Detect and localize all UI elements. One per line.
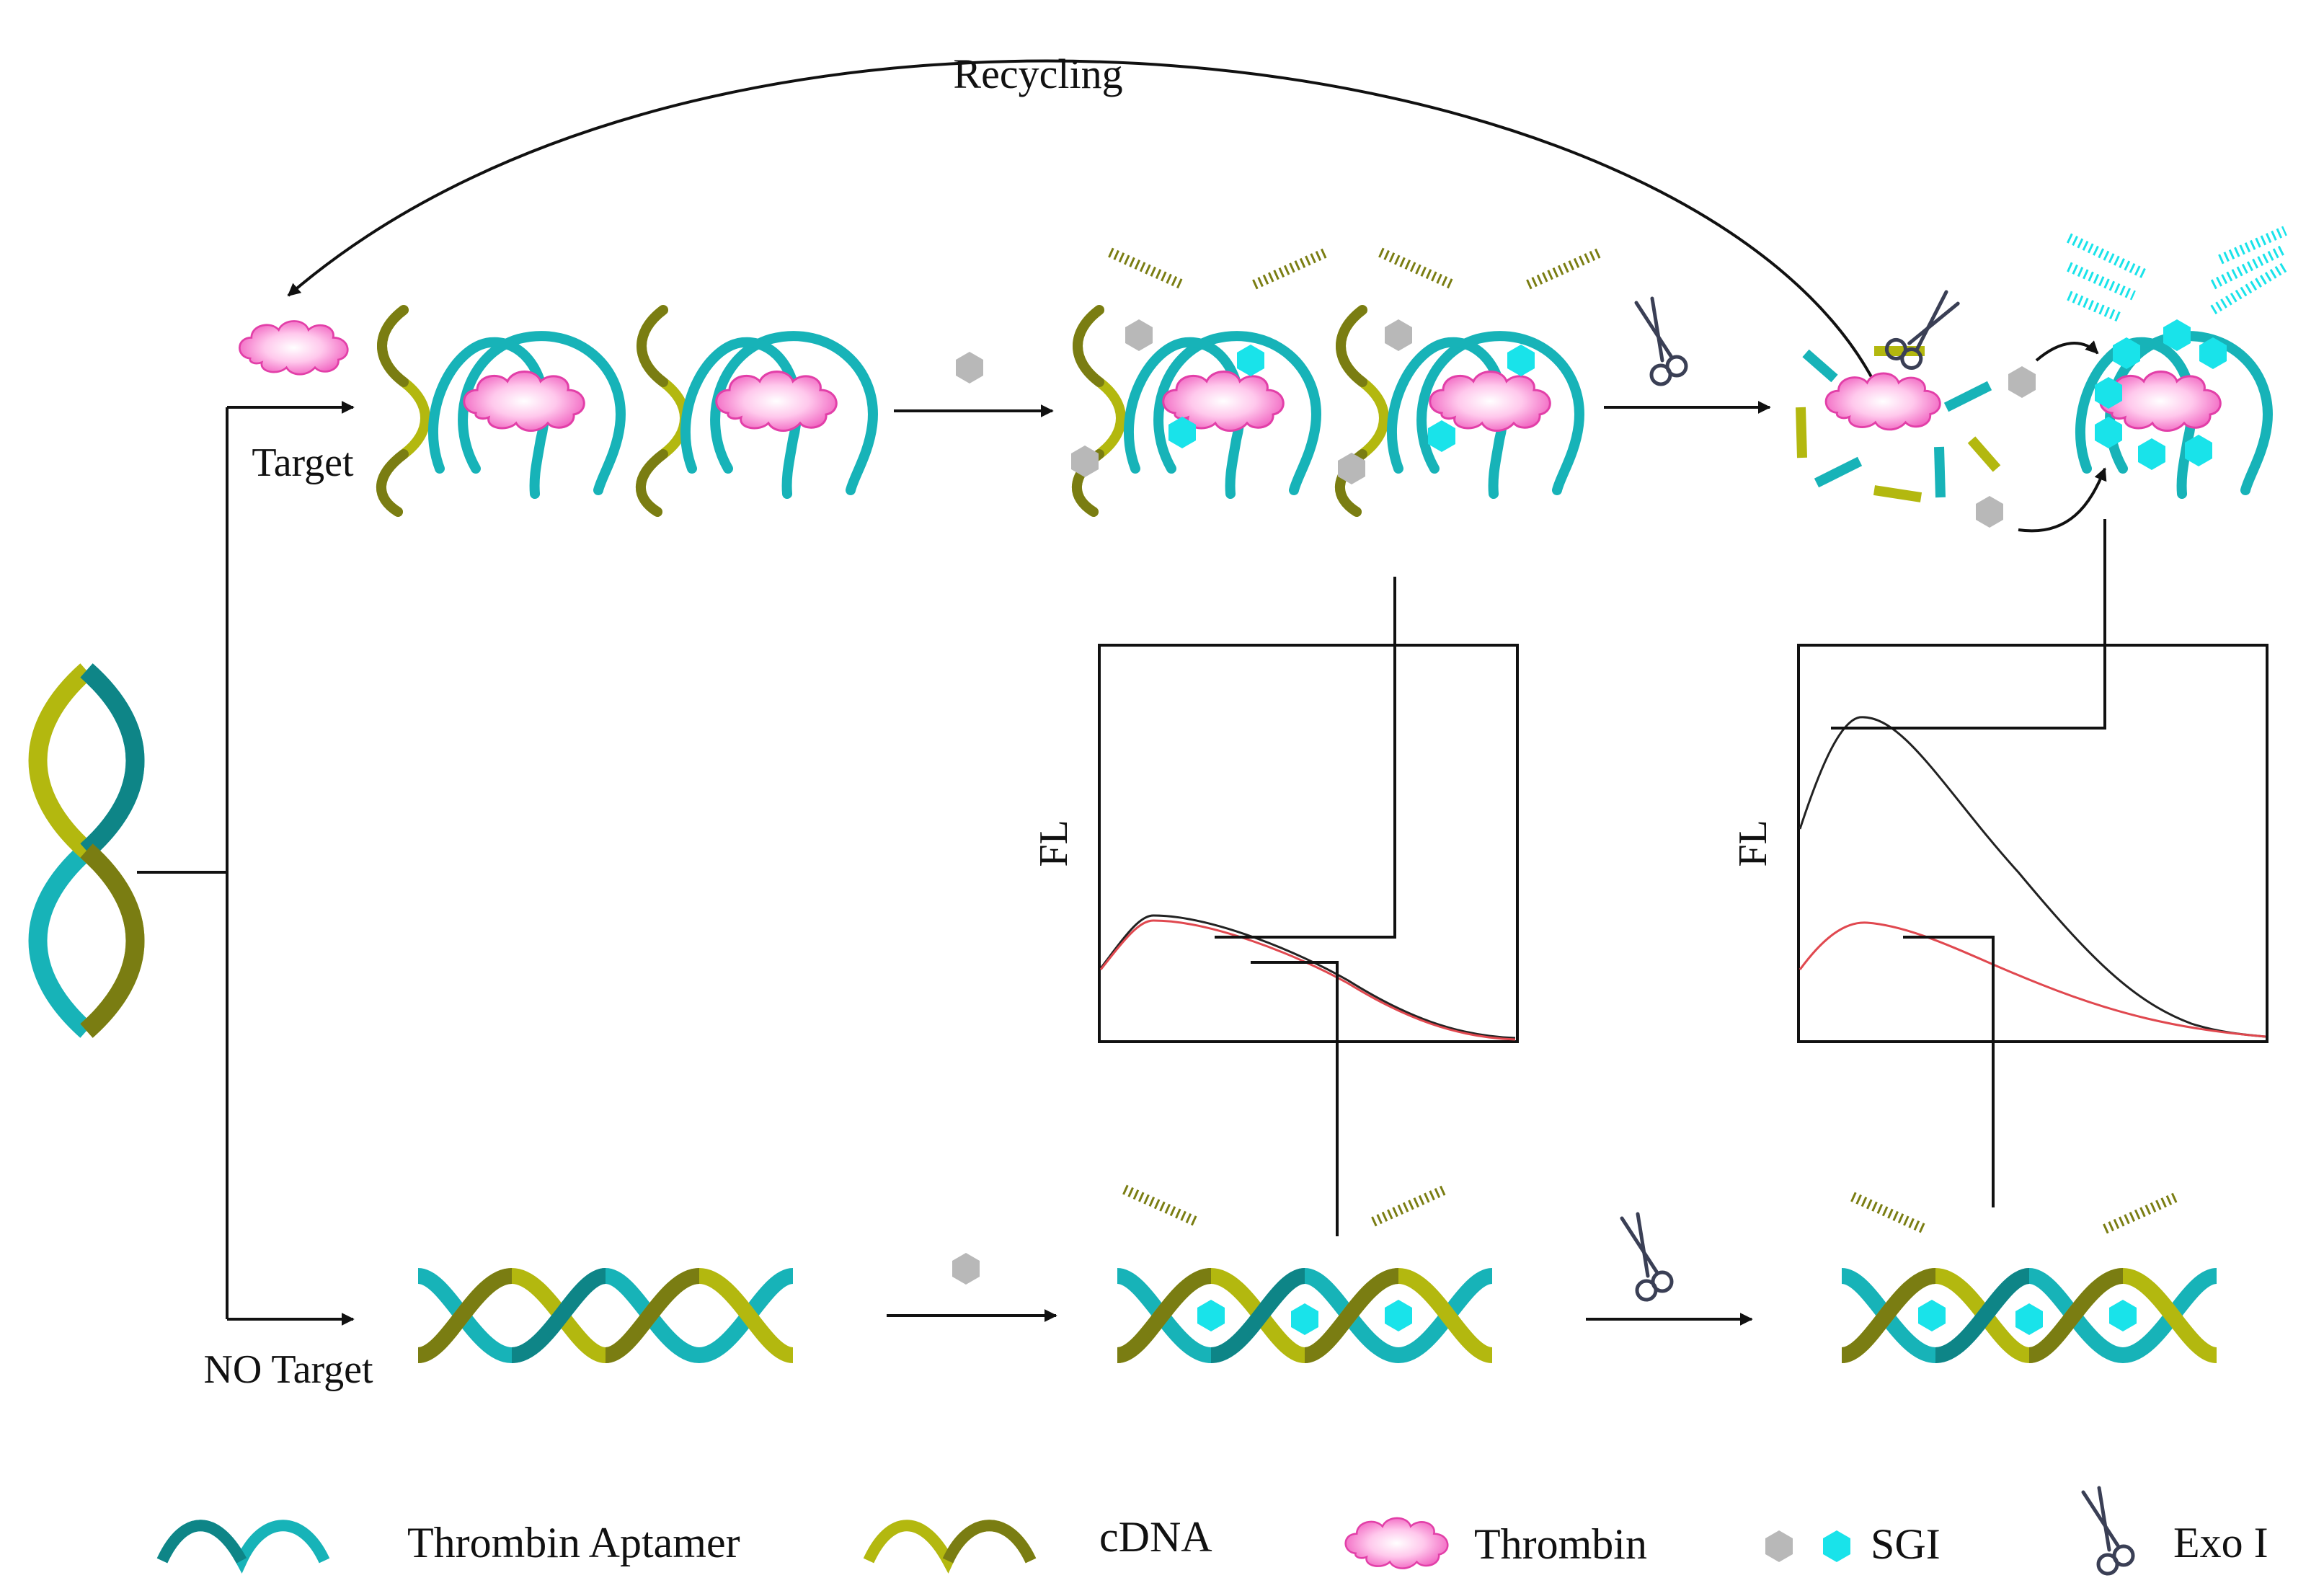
aptamer-complex-sgi-2 [1338,252,1600,512]
free-sgi-1 [2008,366,2036,398]
legend-cdna-swatch [863,1520,1037,1574]
double-helix-icon [28,663,145,1038]
thrombin-icon [239,320,349,376]
duplex-no-target [418,1276,793,1355]
scissors-icon-bottom [1622,1214,1672,1300]
duplex-with-sgi-1 [1117,1189,1492,1355]
sgi-icon [956,352,983,384]
scissors-icon [1636,298,1686,384]
aptamer-with-sgi [2066,226,2288,494]
recycling-label: Recycling [953,50,1122,97]
legend-sgi-label: SGI [1871,1520,1941,1568]
curve-black-right [1799,716,2266,1038]
digested-fragments [1796,346,2001,502]
legend-exo-label: Exo I [2173,1519,2268,1566]
legend-aptamer-label: Thrombin Aptamer [407,1519,740,1566]
free-sgi-2 [1976,496,2003,528]
legend-sgi-grey-icon [1765,1530,1793,1562]
sgi-icon-bottom [952,1253,980,1285]
bind-arrow-1 [2035,340,2099,362]
fl-plot-left: FL [1032,577,1519,1236]
duplex-with-sgi-2 [1842,1197,2217,1355]
bind-arrow-2 [2018,467,2107,533]
fl-plot-right: FL [1731,519,2268,1207]
scissors-icon-2 [1876,290,1975,376]
curve-red-right [1799,921,2266,1038]
legend: Thrombin Aptamer cDNA Thrombin SGI Exo I [156,1488,2268,1574]
legend-aptamer-swatch [156,1520,330,1574]
curve-black-left [1099,914,1516,1039]
curve-red-left [1099,919,1516,1041]
legend-thrombin-icon [1344,1517,1449,1569]
aptamer-complex-sgi-1 [1071,252,1326,512]
aptamer-complex-2 [641,310,873,512]
aptamer-complex-1 [381,310,621,512]
legend-scissors-icon [2083,1488,2133,1574]
branch-lines [137,401,355,1326]
no-target-label: NO Target [203,1347,373,1392]
legend-sgi-cyan-icon [1823,1530,1850,1562]
recycling-arrow [287,59,1876,383]
target-label: Target [252,440,354,485]
legend-thrombin-label: Thrombin [1474,1520,1647,1568]
fl-axis-label-left: FL [1032,820,1076,866]
released-thrombin [1824,372,1941,431]
fl-axis-label-right: FL [1731,820,1775,866]
legend-cdna-label: cDNA [1099,1513,1212,1561]
